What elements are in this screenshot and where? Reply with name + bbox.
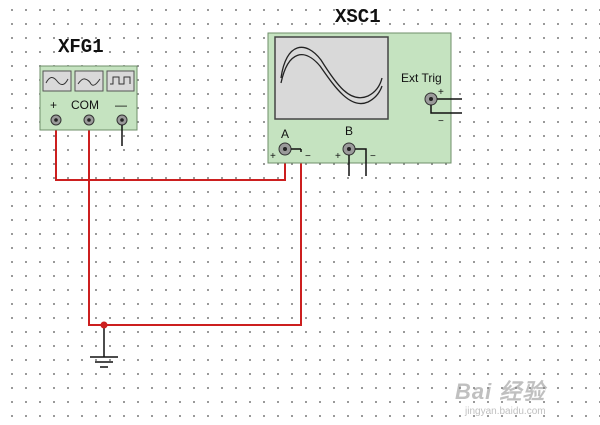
channel-a-minus-label: − [305,151,311,162]
fg-minus-terminal[interactable] [116,114,128,146]
channel-a-plus-label: + [270,151,276,162]
wire-fg-com-to-ground[interactable] [88,122,104,326]
triangle-wave-icon [77,78,101,86]
square-wave-button[interactable] [106,70,135,92]
wire-fg-plus-to-channel-a[interactable] [55,122,286,181]
function-generator-name: XFG1 [58,36,104,58]
sine-trace-1 [280,46,383,99]
channel-a-label: A [281,127,289,141]
wire-channel-a-minus-to-ground[interactable] [104,152,302,326]
ext-trig-minus-label: − [438,116,444,127]
fg-com-label: COM [71,98,99,112]
baidu-jingyan-watermark: Bai 经验 jingyan.baidu.com [455,374,595,420]
watermark-logo: Bai 经验 [455,379,546,404]
wires [55,122,302,357]
channel-b-terminal[interactable] [342,142,367,176]
ext-trig-terminal[interactable] [424,92,462,114]
function-generator[interactable]: XFG1 + COM — [39,36,138,146]
channel-a-terminal[interactable] [278,142,302,156]
fg-com-terminal[interactable] [83,114,95,126]
sine-trace-2 [280,54,383,105]
ext-trig-plus-label: + [438,87,444,98]
sine-wave-icon [45,77,69,85]
oscilloscope-name: XSC1 [335,6,381,28]
fg-plus-terminal[interactable] [50,114,62,126]
fg-plus-label: + [50,98,57,112]
ext-trig-label: Ext Trig [401,71,442,85]
oscilloscope[interactable]: XSC1 Ext Trig + − A + − B + − [267,6,462,176]
fg-minus-label: — [115,98,127,112]
channel-b-label: B [345,124,353,138]
junction-dot [100,321,108,329]
square-wave-icon [110,76,131,85]
channel-b-minus-label: − [370,151,376,162]
oscilloscope-screen [274,36,389,120]
ground-symbol[interactable] [90,356,118,368]
watermark-url: jingyan.baidu.com [465,406,546,417]
channel-b-plus-label: + [335,151,341,162]
